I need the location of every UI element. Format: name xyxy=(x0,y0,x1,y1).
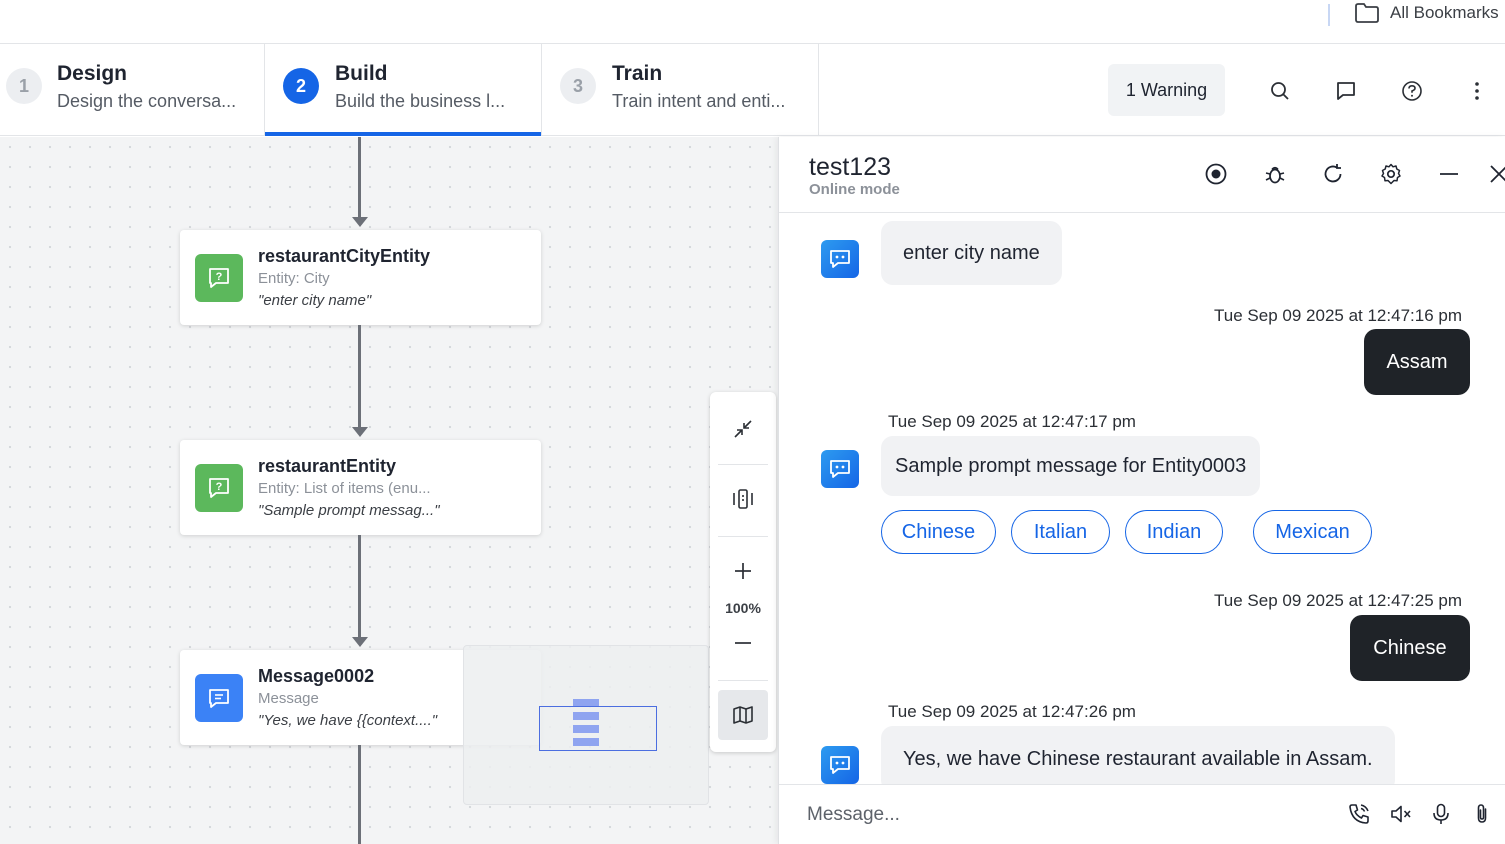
step-title: Train xyxy=(612,62,663,85)
svg-text:?: ? xyxy=(216,481,223,493)
connector-arrow xyxy=(352,637,368,647)
bot-avatar xyxy=(821,450,859,488)
step-title: Design xyxy=(57,62,128,85)
step-title: Build xyxy=(335,62,388,85)
option-chip-italian[interactable]: Italian xyxy=(1011,510,1110,554)
zoom-level: 100% xyxy=(725,600,761,616)
message-composer xyxy=(779,784,1505,844)
more-vertical-icon[interactable] xyxy=(1464,78,1490,104)
zoom-controls: 100% xyxy=(710,392,776,752)
step-number: 2 xyxy=(283,68,319,104)
fit-to-screen-icon[interactable] xyxy=(718,474,768,524)
mic-icon[interactable] xyxy=(1427,800,1455,828)
divider xyxy=(718,536,768,537)
message-icon xyxy=(195,674,243,722)
connector-arrow xyxy=(352,427,368,437)
minimap[interactable] xyxy=(463,645,709,805)
chat-title: test123 xyxy=(809,153,892,181)
bot-avatar xyxy=(821,240,859,278)
close-icon[interactable] xyxy=(1486,161,1505,187)
minimize-icon[interactable] xyxy=(1436,161,1462,187)
debug-icon[interactable] xyxy=(1262,161,1288,187)
chat-mode: Online mode xyxy=(809,181,900,198)
step-build[interactable]: 2 Build Build the business l... xyxy=(265,44,542,136)
record-icon[interactable] xyxy=(1203,161,1229,187)
test-chat-panel: test123 Online mode enter city name Tue … xyxy=(778,137,1505,844)
node-title: Message0002 xyxy=(258,666,375,686)
node-prompt: "Yes, we have {{context...." xyxy=(258,712,438,729)
option-chip-indian[interactable]: Indian xyxy=(1125,510,1223,554)
entity-question-icon: ? xyxy=(195,254,243,302)
step-subtitle: Build the business l... xyxy=(335,91,506,111)
user-message: Assam xyxy=(1364,329,1470,395)
bookmarks-bar: All Bookmarks xyxy=(0,0,1505,44)
minimap-node xyxy=(573,699,599,707)
connector-line xyxy=(358,325,361,429)
minimap-viewport[interactable] xyxy=(539,706,657,751)
zoom-in-icon[interactable] xyxy=(718,546,768,596)
zoom-out-icon[interactable] xyxy=(718,618,768,668)
bot-message: Yes, we have Chinese restaurant availabl… xyxy=(881,726,1395,784)
message-input[interactable] xyxy=(807,799,1307,831)
minimap-node xyxy=(573,712,599,720)
speaker-mute-icon[interactable] xyxy=(1387,800,1415,828)
node-restaurant-city-entity[interactable]: ? restaurantCityEntity Entity: City "ent… xyxy=(180,230,541,325)
divider xyxy=(718,464,768,465)
step-train[interactable]: 3 Train Train intent and enti... xyxy=(542,44,819,135)
step-subtitle: Design the conversa... xyxy=(57,91,237,111)
connector-line xyxy=(358,745,361,844)
chat-messages[interactable]: enter city name Tue Sep 09 2025 at 12:47… xyxy=(779,214,1505,784)
bot-message: enter city name xyxy=(881,221,1062,285)
all-bookmarks-label: All Bookmarks xyxy=(1390,3,1499,22)
step-navigation: 1 Design Design the conversa... 2 Build … xyxy=(0,44,1505,136)
bot-avatar xyxy=(821,746,859,784)
node-prompt: "Sample prompt messag..." xyxy=(258,502,440,519)
step-design[interactable]: 1 Design Design the conversa... xyxy=(0,44,265,135)
step-number: 3 xyxy=(560,68,596,104)
connector-line xyxy=(358,137,361,219)
refresh-icon[interactable] xyxy=(1320,161,1346,187)
message-timestamp: Tue Sep 09 2025 at 12:47:17 pm xyxy=(888,412,1136,431)
connector-arrow xyxy=(352,217,368,227)
chat-header: test123 Online mode xyxy=(779,137,1505,213)
entity-question-icon: ? xyxy=(195,464,243,512)
user-message: Chinese xyxy=(1350,615,1470,681)
chat-icon[interactable] xyxy=(1333,78,1359,104)
step-number: 1 xyxy=(6,68,42,104)
message-timestamp: Tue Sep 09 2025 at 12:47:25 pm xyxy=(1214,591,1462,610)
node-restaurant-entity[interactable]: ? restaurantEntity Entity: List of items… xyxy=(180,440,541,535)
call-icon[interactable] xyxy=(1345,800,1373,828)
help-icon[interactable] xyxy=(1399,78,1425,104)
all-bookmarks-button[interactable]: All Bookmarks xyxy=(1354,2,1499,24)
bot-message: Sample prompt message for Entity0003 xyxy=(881,436,1261,496)
message-timestamp: Tue Sep 09 2025 at 12:47:26 pm xyxy=(888,702,1136,721)
flow-canvas[interactable]: ? restaurantCityEntity Entity: City "ent… xyxy=(0,137,778,844)
minimap-toggle-icon[interactable] xyxy=(718,690,768,740)
attachment-icon[interactable] xyxy=(1468,800,1496,828)
minimap-node xyxy=(573,738,599,746)
divider xyxy=(718,680,768,681)
option-chip-mexican[interactable]: Mexican xyxy=(1253,510,1372,554)
minimap-node xyxy=(573,725,599,733)
svg-text:?: ? xyxy=(216,271,223,283)
folder-icon xyxy=(1355,3,1379,23)
node-subtitle: Entity: City xyxy=(258,270,330,287)
settings-icon[interactable] xyxy=(1378,161,1404,187)
node-subtitle: Message xyxy=(258,690,319,707)
node-subtitle: Entity: List of items (enu... xyxy=(258,480,431,497)
connector-line xyxy=(358,535,361,639)
message-timestamp: Tue Sep 09 2025 at 12:47:16 pm xyxy=(1214,306,1462,325)
warning-button[interactable]: 1 Warning xyxy=(1108,64,1225,116)
node-title: restaurantCityEntity xyxy=(258,246,431,266)
option-chip-chinese[interactable]: Chinese xyxy=(881,510,996,554)
bookmarks-separator xyxy=(1328,4,1330,26)
step-subtitle: Train intent and enti... xyxy=(612,91,786,111)
search-icon[interactable] xyxy=(1267,78,1293,104)
node-title: restaurantEntity xyxy=(258,456,397,476)
collapse-icon[interactable] xyxy=(718,404,768,454)
node-prompt: "enter city name" xyxy=(258,292,372,309)
